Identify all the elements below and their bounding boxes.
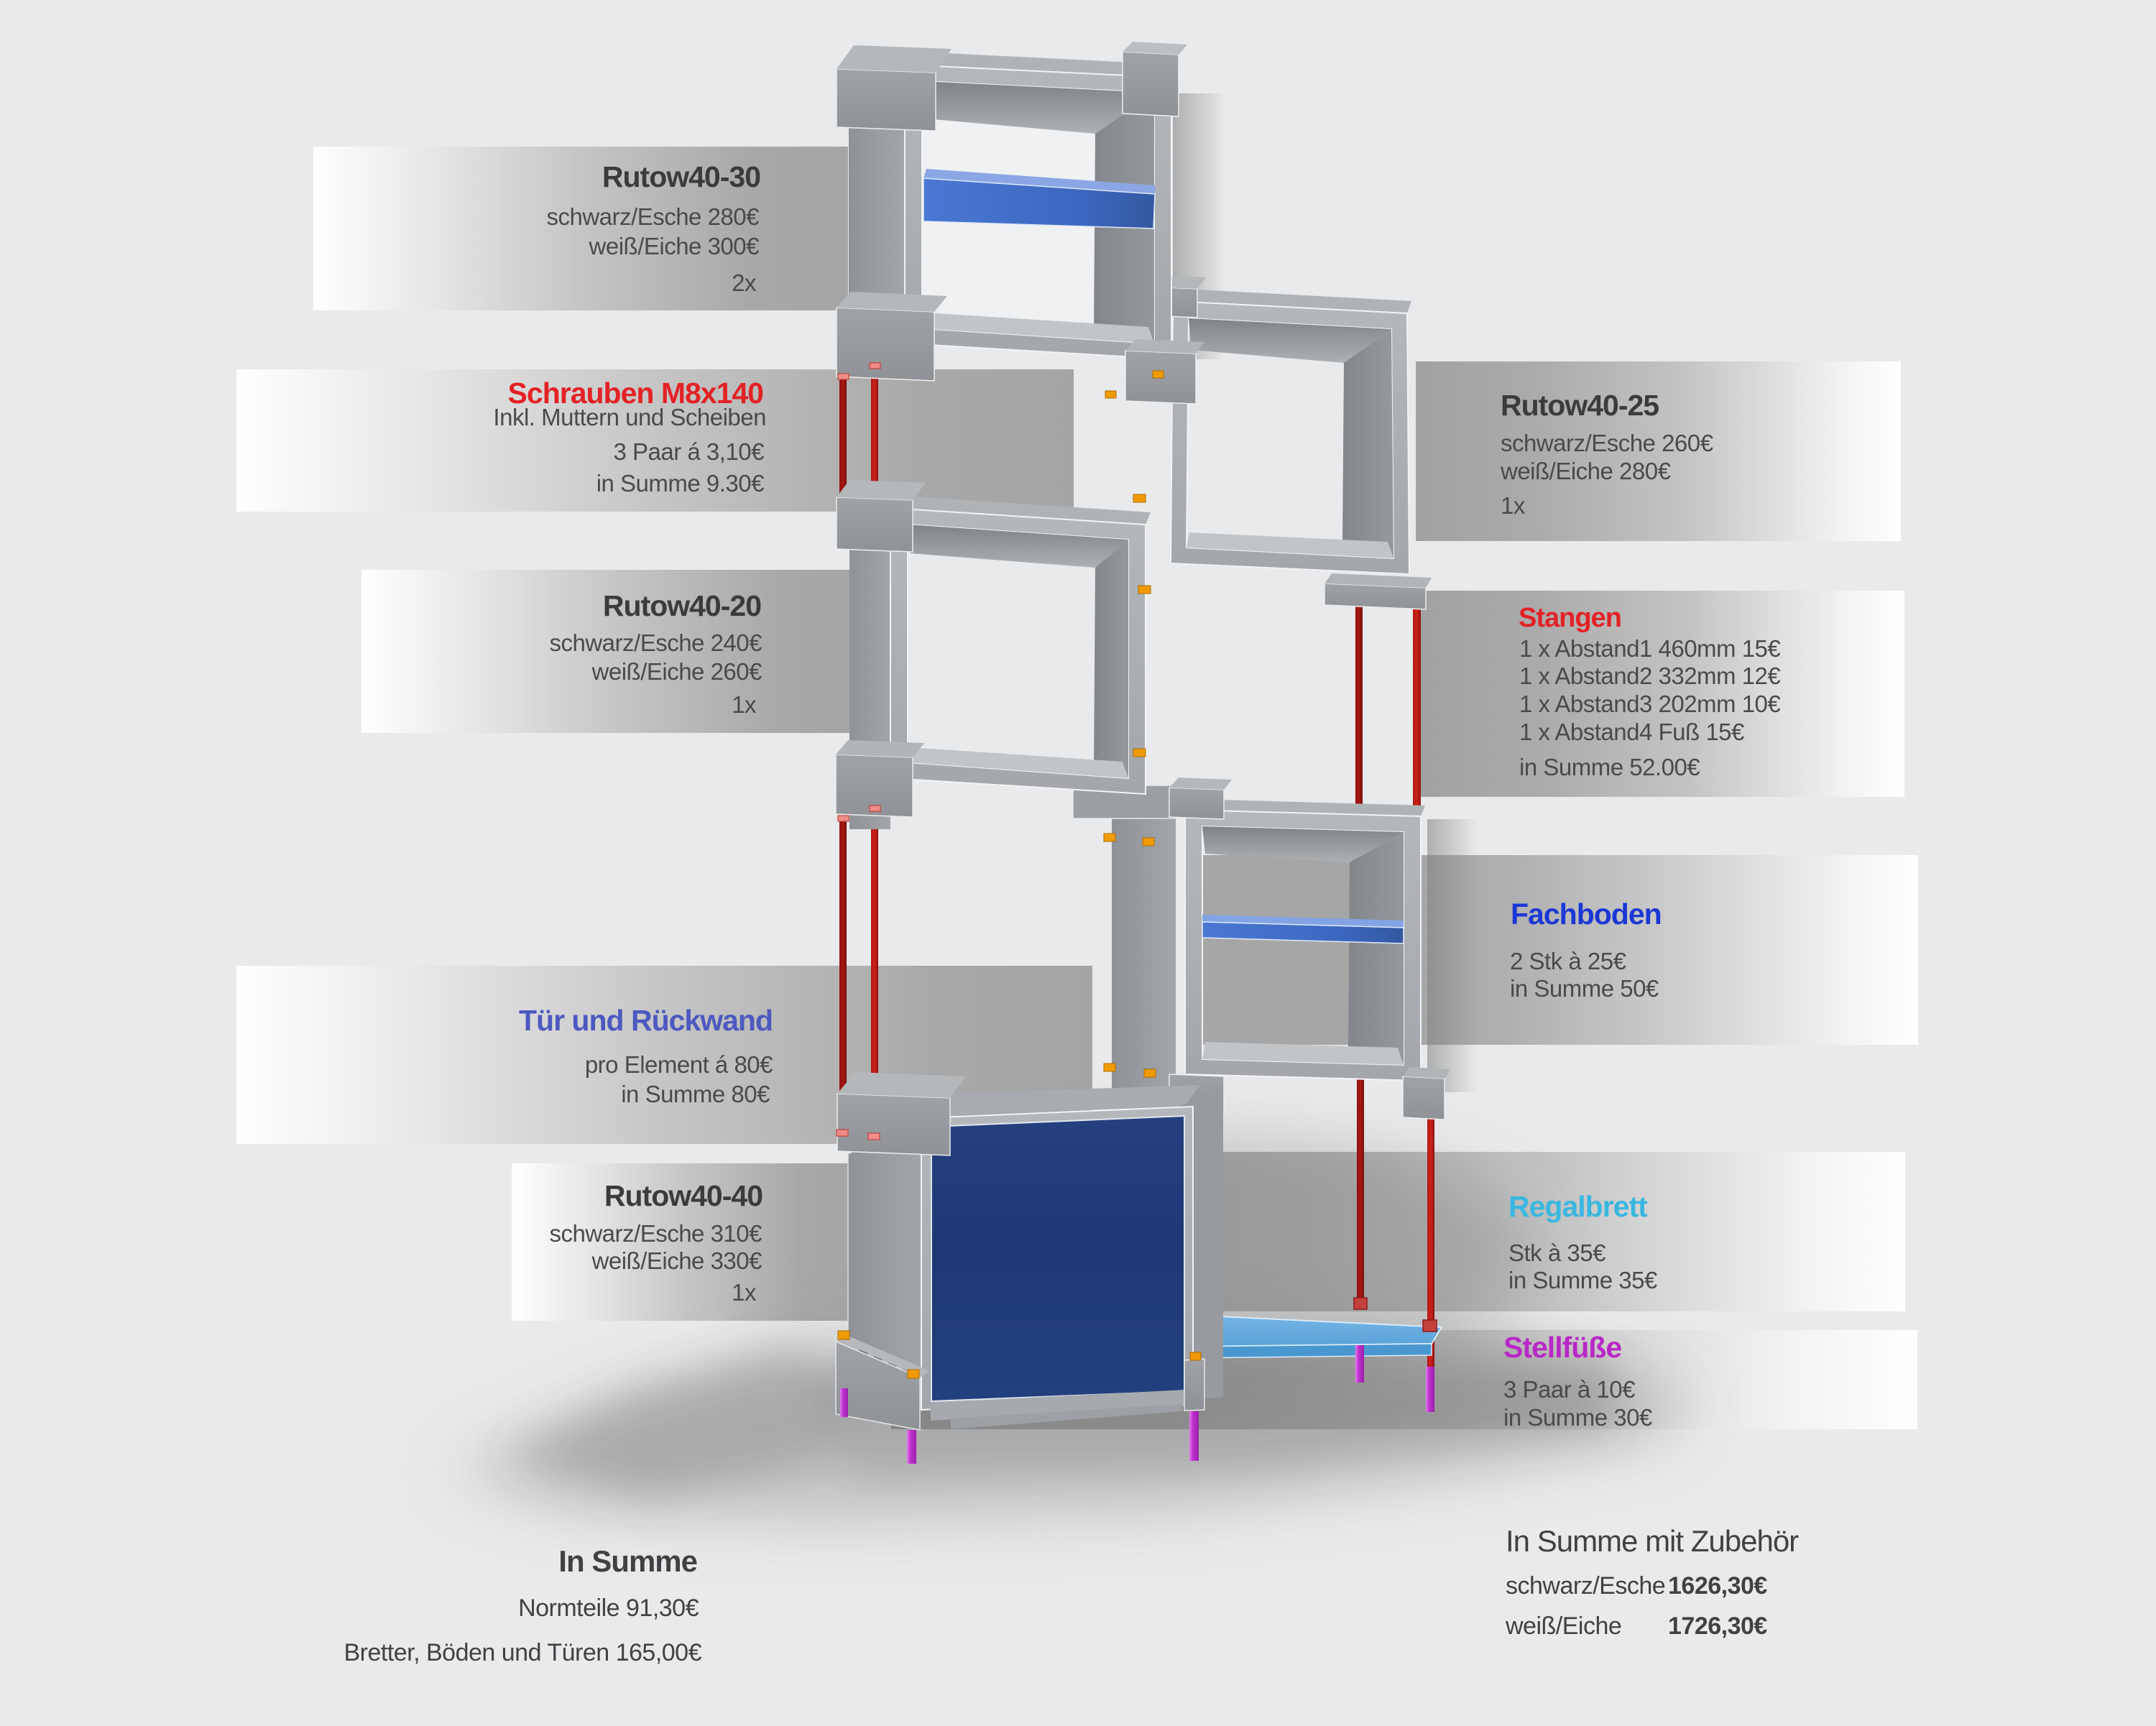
svg-text:weiß/Eiche 260€: weiß/Eiche 260€ [591, 658, 763, 685]
svg-text:in Summe 50€: in Summe 50€ [1510, 975, 1659, 1002]
svg-text:3 Paar à 10€: 3 Paar à 10€ [1503, 1376, 1635, 1403]
svg-text:schwarz/Esche 280€: schwarz/Esche 280€ [547, 203, 760, 230]
svg-text:Inkl. Muttern und Scheiben: Inkl. Muttern und Scheiben [493, 404, 766, 430]
svg-text:schwarz/Esche 310€: schwarz/Esche 310€ [550, 1220, 763, 1247]
svg-text:weiß/Eiche: weiß/Eiche [1505, 1612, 1621, 1640]
svg-text:Normteile 91,30€: Normteile 91,30€ [518, 1595, 699, 1622]
svg-text:2x: 2x [732, 269, 757, 296]
svg-text:1 x Abstand2 332mm 12€: 1 x Abstand2 332mm 12€ [1519, 663, 1780, 689]
svg-text:weiß/Eiche 330€: weiß/Eiche 330€ [591, 1247, 763, 1274]
svg-text:3 Paar á 3,10€: 3 Paar á 3,10€ [614, 438, 765, 465]
svg-text:1 x Abstand1 460mm 15€: 1 x Abstand1 460mm 15€ [1519, 635, 1780, 662]
svg-text:in Summe 35€: in Summe 35€ [1508, 1267, 1657, 1293]
svg-text:Bretter, Böden und Türen 165,0: Bretter, Böden und Türen 165,00€ [344, 1639, 701, 1666]
svg-text:Rutow40-40: Rutow40-40 [604, 1179, 763, 1212]
svg-text:1 x Abstand4 Fuß 15€: 1 x Abstand4 Fuß 15€ [1519, 719, 1744, 745]
svg-text:Stangen: Stangen [1519, 603, 1621, 633]
svg-text:In Summe mit Zubehör: In Summe mit Zubehör [1506, 1524, 1799, 1558]
svg-text:Rutow40-25: Rutow40-25 [1501, 389, 1659, 422]
svg-text:1x: 1x [732, 1279, 757, 1306]
svg-text:schwarz/Esche 260€: schwarz/Esche 260€ [1501, 430, 1713, 456]
svg-text:Stk à 35€: Stk à 35€ [1508, 1240, 1606, 1266]
svg-text:Fachboden: Fachboden [1511, 897, 1662, 931]
svg-text:Rutow40-30: Rutow40-30 [602, 160, 760, 193]
svg-text:in Summe 30€: in Summe 30€ [1503, 1404, 1652, 1431]
svg-text:1726,30€: 1726,30€ [1668, 1612, 1767, 1640]
svg-text:schwarz/Esche: schwarz/Esche [1506, 1572, 1665, 1600]
svg-text:schwarz/Esche 240€: schwarz/Esche 240€ [550, 629, 763, 656]
svg-text:In Summe: In Summe [558, 1544, 697, 1578]
svg-text:in Summe 80€: in Summe 80€ [621, 1081, 770, 1107]
svg-text:2 Stk à 25€: 2 Stk à 25€ [1510, 948, 1626, 974]
svg-text:weiß/Eiche 300€: weiß/Eiche 300€ [589, 233, 760, 259]
svg-text:1626,30€: 1626,30€ [1668, 1572, 1767, 1600]
svg-text:Stellfüße: Stellfüße [1503, 1331, 1621, 1364]
svg-text:pro Element á 80€: pro Element á 80€ [585, 1051, 773, 1078]
svg-text:1x: 1x [732, 691, 757, 718]
svg-text:1 x Abstand3 202mm 10€: 1 x Abstand3 202mm 10€ [1519, 691, 1780, 717]
svg-text:Tür und Rückwand: Tür und Rückwand [519, 1004, 773, 1037]
svg-text:in Summe 9.30€: in Summe 9.30€ [596, 470, 764, 497]
svg-text:1x: 1x [1501, 492, 1526, 519]
svg-text:Rutow40-20: Rutow40-20 [603, 589, 761, 622]
svg-text:weiß/Eiche 280€: weiß/Eiche 280€ [1500, 458, 1671, 484]
svg-text:in Summe 52.00€: in Summe 52.00€ [1519, 754, 1700, 780]
svg-text:Regalbrett: Regalbrett [1508, 1190, 1648, 1223]
svg-text:Schrauben M8x140: Schrauben M8x140 [508, 377, 764, 410]
